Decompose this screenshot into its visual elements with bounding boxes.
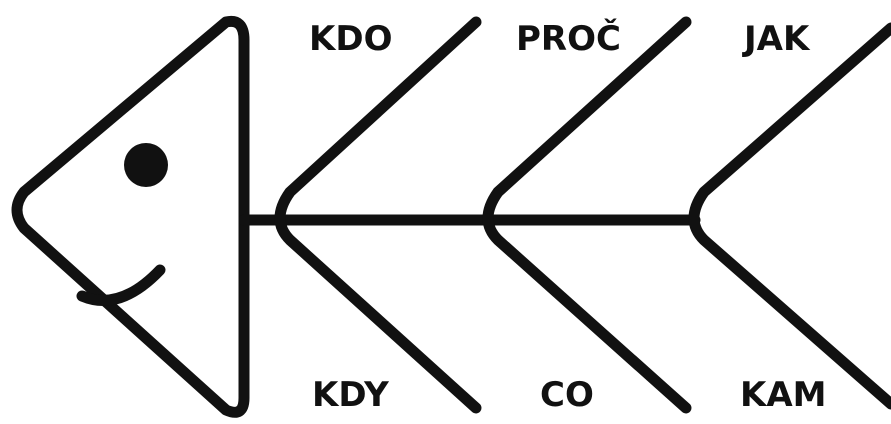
bone-top-proc	[482, 16, 692, 414]
label-kam: KAM	[740, 375, 827, 415]
fish-head-outline	[11, 15, 250, 418]
label-jak: JAK	[744, 19, 810, 59]
bone-top-jak	[688, 22, 891, 410]
bone-top-kdo	[274, 16, 482, 414]
label-kdy: KDY	[312, 375, 389, 415]
label-proc: PROČ	[516, 19, 621, 59]
label-co: CO	[540, 375, 594, 415]
fish-mouth	[76, 264, 166, 306]
fish-eye	[124, 143, 168, 187]
label-kdo: KDO	[309, 19, 393, 59]
